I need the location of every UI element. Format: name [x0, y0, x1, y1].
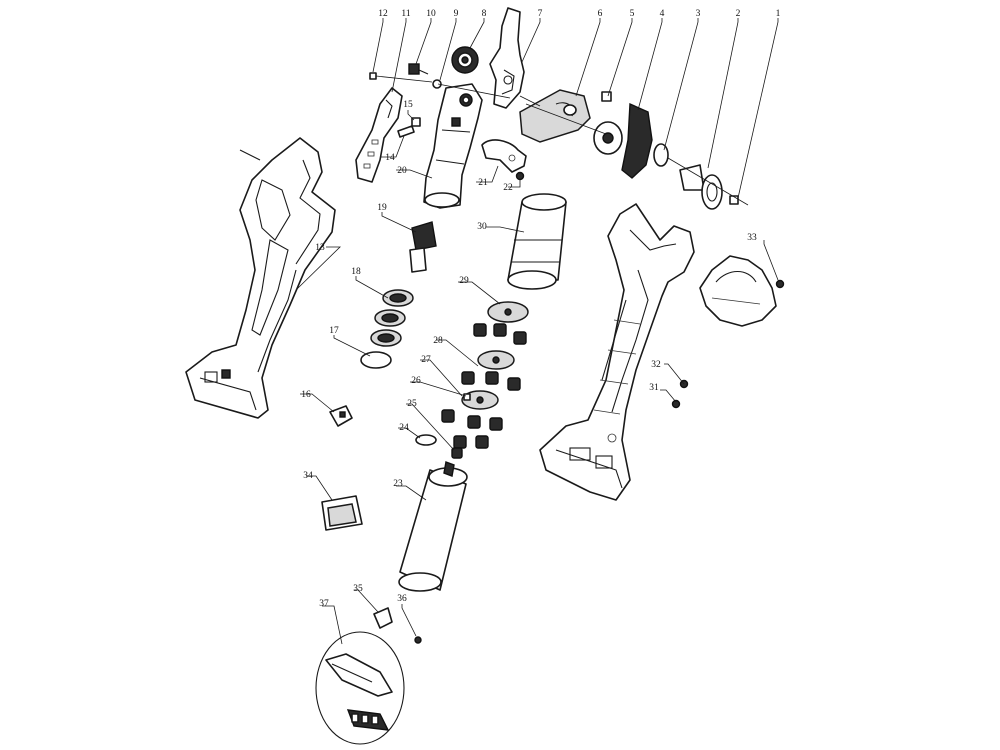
- shaft-2: [679, 164, 723, 210]
- cover-6: [519, 89, 591, 143]
- callout-16: 16: [301, 390, 311, 400]
- washer-24: [415, 434, 437, 446]
- assembly-axes: [375, 75, 749, 206]
- callout-34: 34: [303, 471, 313, 481]
- pinion-19: [409, 221, 437, 273]
- callout-32: 32: [651, 360, 661, 370]
- callout-2: 2: [736, 9, 741, 19]
- head-cover-33: [699, 255, 777, 327]
- ring-gear-housing-30: [507, 193, 567, 290]
- sprocket-8: [451, 46, 479, 74]
- screw-33: [775, 279, 785, 289]
- callout-6: 6: [598, 9, 603, 19]
- callout-12: 12: [378, 9, 388, 19]
- blade-7: [489, 7, 525, 109]
- connector-16: [329, 405, 353, 427]
- callout-25: 25: [407, 399, 417, 409]
- side-plate: [355, 87, 403, 183]
- callout-20: 20: [397, 166, 407, 176]
- motor-23: [398, 461, 468, 592]
- block-15: [411, 117, 421, 127]
- bevel-gear-4: [593, 102, 653, 179]
- callout-27: 27: [421, 355, 431, 365]
- callout-7: 7: [538, 9, 543, 19]
- callout-1: 1: [776, 9, 781, 19]
- callout-33: 33: [747, 233, 757, 243]
- block-5: [601, 91, 612, 102]
- callout-18: 18: [351, 267, 361, 277]
- callout-11: 11: [401, 9, 410, 19]
- callout-36: 36: [397, 594, 407, 604]
- callout-15: 15: [403, 100, 413, 110]
- block-1: [729, 195, 739, 205]
- washer-3: [653, 143, 669, 167]
- switch-pad-34: [321, 495, 363, 531]
- callout-17: 17: [329, 326, 339, 336]
- callout-8: 8: [482, 9, 487, 19]
- battery-contact-assembly-37: [315, 631, 405, 745]
- planet-gears-stage-2: [461, 371, 521, 391]
- callout-9: 9: [454, 9, 459, 19]
- callout-31: 31: [649, 383, 659, 393]
- callout-13: 13: [315, 243, 325, 253]
- planet-carrier-28: [477, 350, 515, 370]
- motor-pinion-25: [451, 447, 463, 459]
- screw-10: [408, 63, 429, 75]
- screw-22: [515, 171, 525, 181]
- callout-29: 29: [459, 276, 469, 286]
- small-block-12: [369, 72, 377, 80]
- callout-10: 10: [426, 9, 436, 19]
- head-housing-20: [423, 83, 483, 209]
- callout-4: 4: [660, 9, 665, 19]
- callout-14: 14: [385, 153, 395, 163]
- callout-26: 26: [411, 376, 421, 386]
- screw-31: [671, 399, 681, 409]
- callout-35: 35: [353, 584, 363, 594]
- bearing-stack-18: [370, 289, 414, 347]
- leader-lines: [295, 18, 779, 645]
- pin-14: [397, 125, 415, 138]
- retaining-ring-17: [360, 351, 392, 369]
- bracket-21: [481, 139, 527, 173]
- callout-5: 5: [630, 9, 635, 19]
- callout-21: 21: [478, 178, 488, 188]
- callout-22: 22: [503, 183, 513, 193]
- left-housing-half: [185, 137, 336, 419]
- callout-3: 3: [696, 9, 701, 19]
- screw-36: [414, 636, 422, 644]
- callout-30: 30: [477, 222, 487, 232]
- plate-35: [373, 607, 393, 629]
- callout-19: 19: [377, 203, 387, 213]
- callout-23: 23: [393, 479, 403, 489]
- sun-gear-26: [463, 393, 471, 401]
- callout-37: 37: [319, 599, 329, 609]
- planet-carrier-29: [487, 301, 529, 323]
- planet-gears-stage-1: [473, 323, 527, 345]
- right-housing-half: [539, 203, 695, 501]
- callout-24: 24: [399, 423, 409, 433]
- callout-28: 28: [433, 336, 443, 346]
- planet-gears-stage-3: [441, 409, 503, 449]
- washer-9: [432, 79, 442, 89]
- callout-labels: 1 2 3 4 5 6 7 8 9 10 11 12 13 14 15 16 1…: [301, 9, 780, 609]
- planet-carrier-27: [461, 390, 499, 410]
